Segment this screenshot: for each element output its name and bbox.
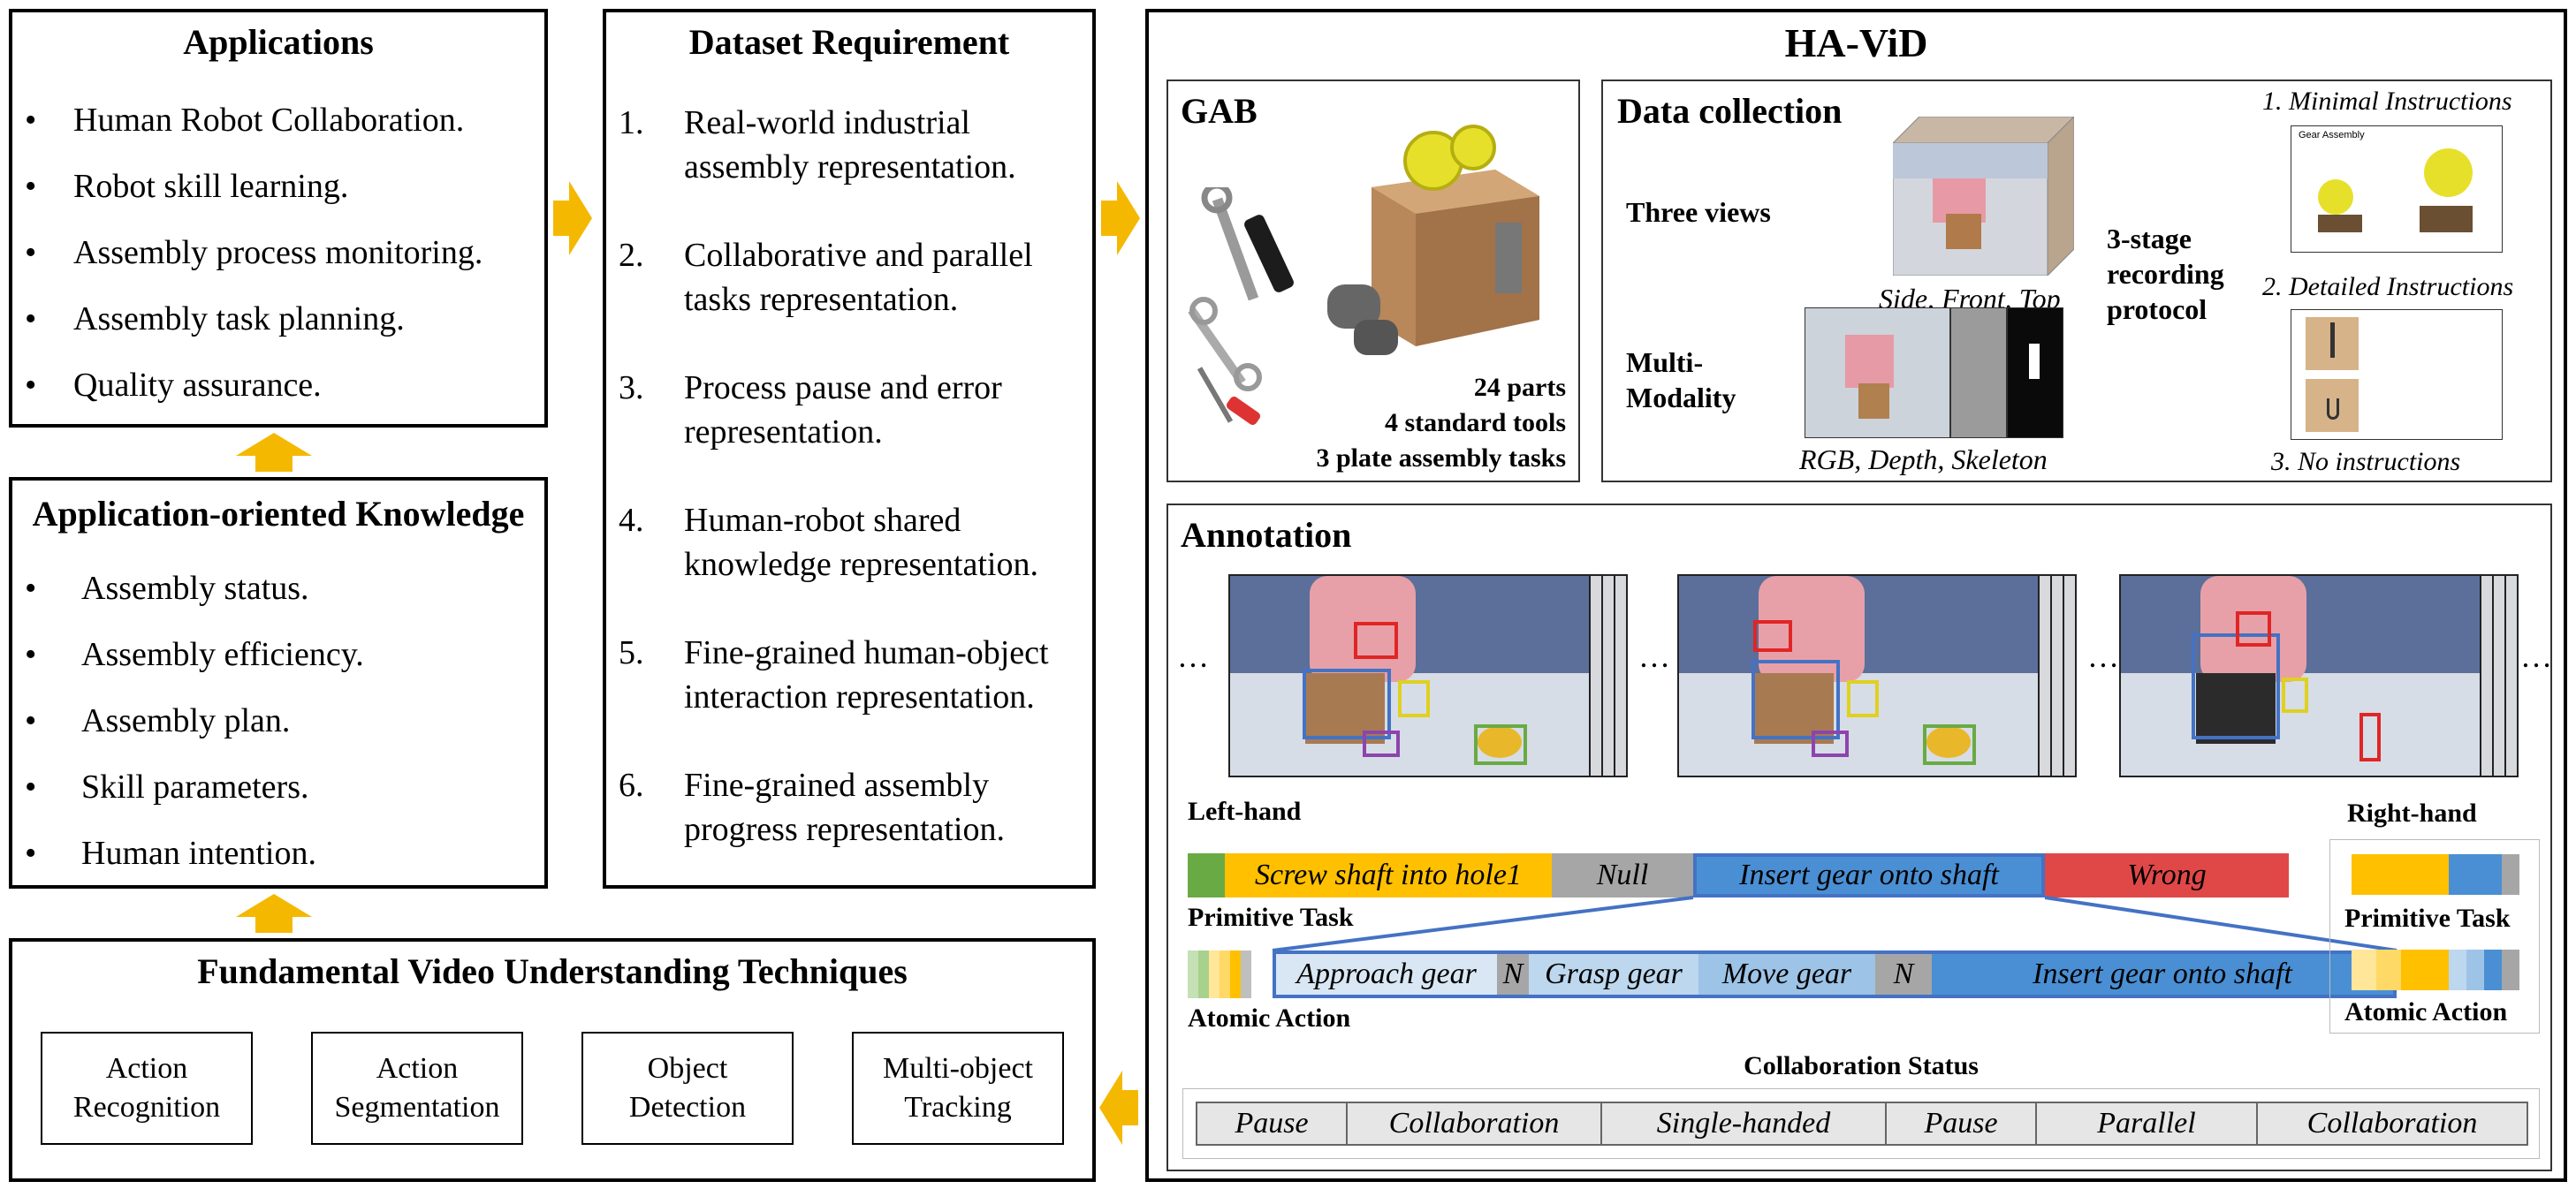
annotation-box: Annotation … …	[1166, 504, 2552, 1171]
gab-stat: 24 parts	[1473, 373, 1566, 402]
instruction-detailed: 2. Detailed Instructions	[2262, 272, 2514, 301]
instruction-none: 3. No instructions	[2271, 447, 2461, 476]
knowledge-title: Application-oriented Knowledge	[32, 494, 525, 534]
video-frame	[1677, 574, 2040, 777]
left-arrow-icon	[1099, 1071, 1138, 1145]
right-arrow-icon	[1101, 181, 1140, 255]
three-views-label: Three views	[1626, 196, 1771, 228]
right-arrow-icon	[553, 181, 592, 255]
atomic-segment: N	[1875, 954, 1932, 995]
collaboration-title: Collaboration Status	[1744, 1051, 1979, 1080]
video-frame	[2119, 574, 2481, 777]
multi-modality-line1: Multi-	[1626, 346, 1704, 378]
primitive-segment: Screw shaft into hole1	[1225, 853, 1552, 897]
collaboration-segment: Collaboration	[1348, 1103, 1602, 1144]
atomic-segment: Insert gear onto shaft	[1932, 954, 2393, 995]
zoom-connector	[1272, 896, 2397, 952]
dataset-requirement-box: Dataset Requirement 1.Real-world industr…	[603, 9, 1096, 889]
applications-title: Applications	[183, 22, 374, 62]
gear-box-icon	[1327, 125, 1539, 355]
fundamental-box: Fundamental Video Understanding Techniqu…	[9, 938, 1096, 1182]
video-frame	[1228, 574, 1591, 777]
instruction-minimal: 1. Minimal Instructions	[2262, 87, 2512, 116]
right-atomic-bar	[2352, 950, 2519, 990]
collaboration-segment: Parallel	[2037, 1103, 2258, 1144]
protocol-line3: protocol	[2107, 293, 2207, 325]
left-hand-label: Left-hand	[1188, 797, 1302, 826]
collaboration-segment: Pause	[1197, 1103, 1348, 1144]
primitive-segment: Null	[1552, 853, 1693, 897]
atomic-segment: Grasp gear	[1529, 954, 1698, 995]
primitive-task-label: Primitive Task	[1188, 903, 1354, 932]
primitive-segment-highlighted: Insert gear onto shaft	[1693, 853, 2045, 897]
protocol-line2: recording	[2107, 258, 2224, 290]
right-atomic-label: Atomic Action	[2344, 997, 2508, 1026]
knowledge-box: Application-oriented Knowledge •Assembly…	[9, 477, 548, 889]
collaboration-bar: Pause Collaboration Single-handed Pause …	[1196, 1102, 2528, 1146]
frames-ellipsis: …	[1638, 639, 1670, 674]
gab-stat: 4 standard tools	[1384, 408, 1566, 437]
collaboration-segment: Pause	[1887, 1103, 2037, 1144]
applications-box: Applications •Human Robot Collaboration.…	[9, 9, 548, 428]
minimal-instruction-image: Gear Assembly	[2291, 125, 2503, 253]
collaboration-status-box: Pause Collaboration Single-handed Pause …	[1182, 1088, 2540, 1159]
skeleton-image	[2007, 307, 2063, 438]
atomic-segment: N	[1497, 954, 1529, 995]
dataset-title: Dataset Requirement	[688, 22, 1010, 62]
gab-title: GAB	[1181, 91, 1258, 131]
collaboration-segment: Collaboration	[2306, 1107, 2478, 1140]
detailed-instruction-image	[2291, 309, 2503, 440]
rgb-image	[1805, 307, 1950, 438]
primitive-task-bar: Screw shaft into hole1 Null Insert gear …	[1188, 853, 2289, 897]
multi-modality-line2: Modality	[1626, 382, 1736, 413]
fundamental-title: Fundamental Video Understanding Techniqu…	[197, 951, 908, 991]
collaboration-segment: Single-handed	[1602, 1103, 1887, 1144]
gab-stat: 3 plate assembly tasks	[1316, 443, 1566, 473]
atomic-segment: Move gear	[1698, 954, 1875, 995]
up-arrow-icon	[236, 894, 312, 933]
frames-ellipsis: …	[1177, 639, 1209, 674]
atomic-highlight: Approach gear N Grasp gear Move gear N I…	[1273, 950, 2397, 998]
right-hand-box: Primitive Task Atomic Action	[2329, 839, 2540, 1034]
atomic-action-bar: Approach gear N Grasp gear Move gear N I…	[1188, 950, 2397, 998]
up-arrow-icon	[236, 433, 312, 472]
data-collection-title: Data collection	[1617, 91, 1843, 131]
data-collection-box: Data collection Three views Side, Front,…	[1601, 80, 2552, 482]
primitive-segment: Wrong	[2045, 853, 2289, 897]
depth-image	[1950, 307, 2007, 438]
right-hand-label: Right-hand	[2347, 799, 2477, 828]
three-views-cube	[1893, 117, 2074, 276]
primitive-segment-green	[1188, 853, 1225, 897]
atomic-action-label: Atomic Action	[1188, 1003, 1351, 1033]
protocol-line1: 3-stage	[2107, 223, 2192, 254]
havid-title: HA-ViD	[1784, 20, 1928, 65]
modality-caption: RGB, Depth, Skeleton	[1799, 443, 2048, 475]
frames-ellipsis: …	[2520, 639, 2552, 674]
right-primitive-bar	[2352, 854, 2519, 895]
right-primitive-label: Primitive Task	[2344, 904, 2511, 933]
gab-box: GAB 24 parts 4 standard tools 3 plate as…	[1166, 80, 1580, 482]
havid-box: HA-ViD GAB 24 parts 4 standard tools	[1145, 9, 2567, 1182]
atomic-segment: Approach gear	[1276, 954, 1497, 995]
frames-ellipsis: …	[2087, 639, 2119, 674]
annotation-title: Annotation	[1181, 515, 1352, 555]
tools-icon	[1188, 187, 1294, 426]
